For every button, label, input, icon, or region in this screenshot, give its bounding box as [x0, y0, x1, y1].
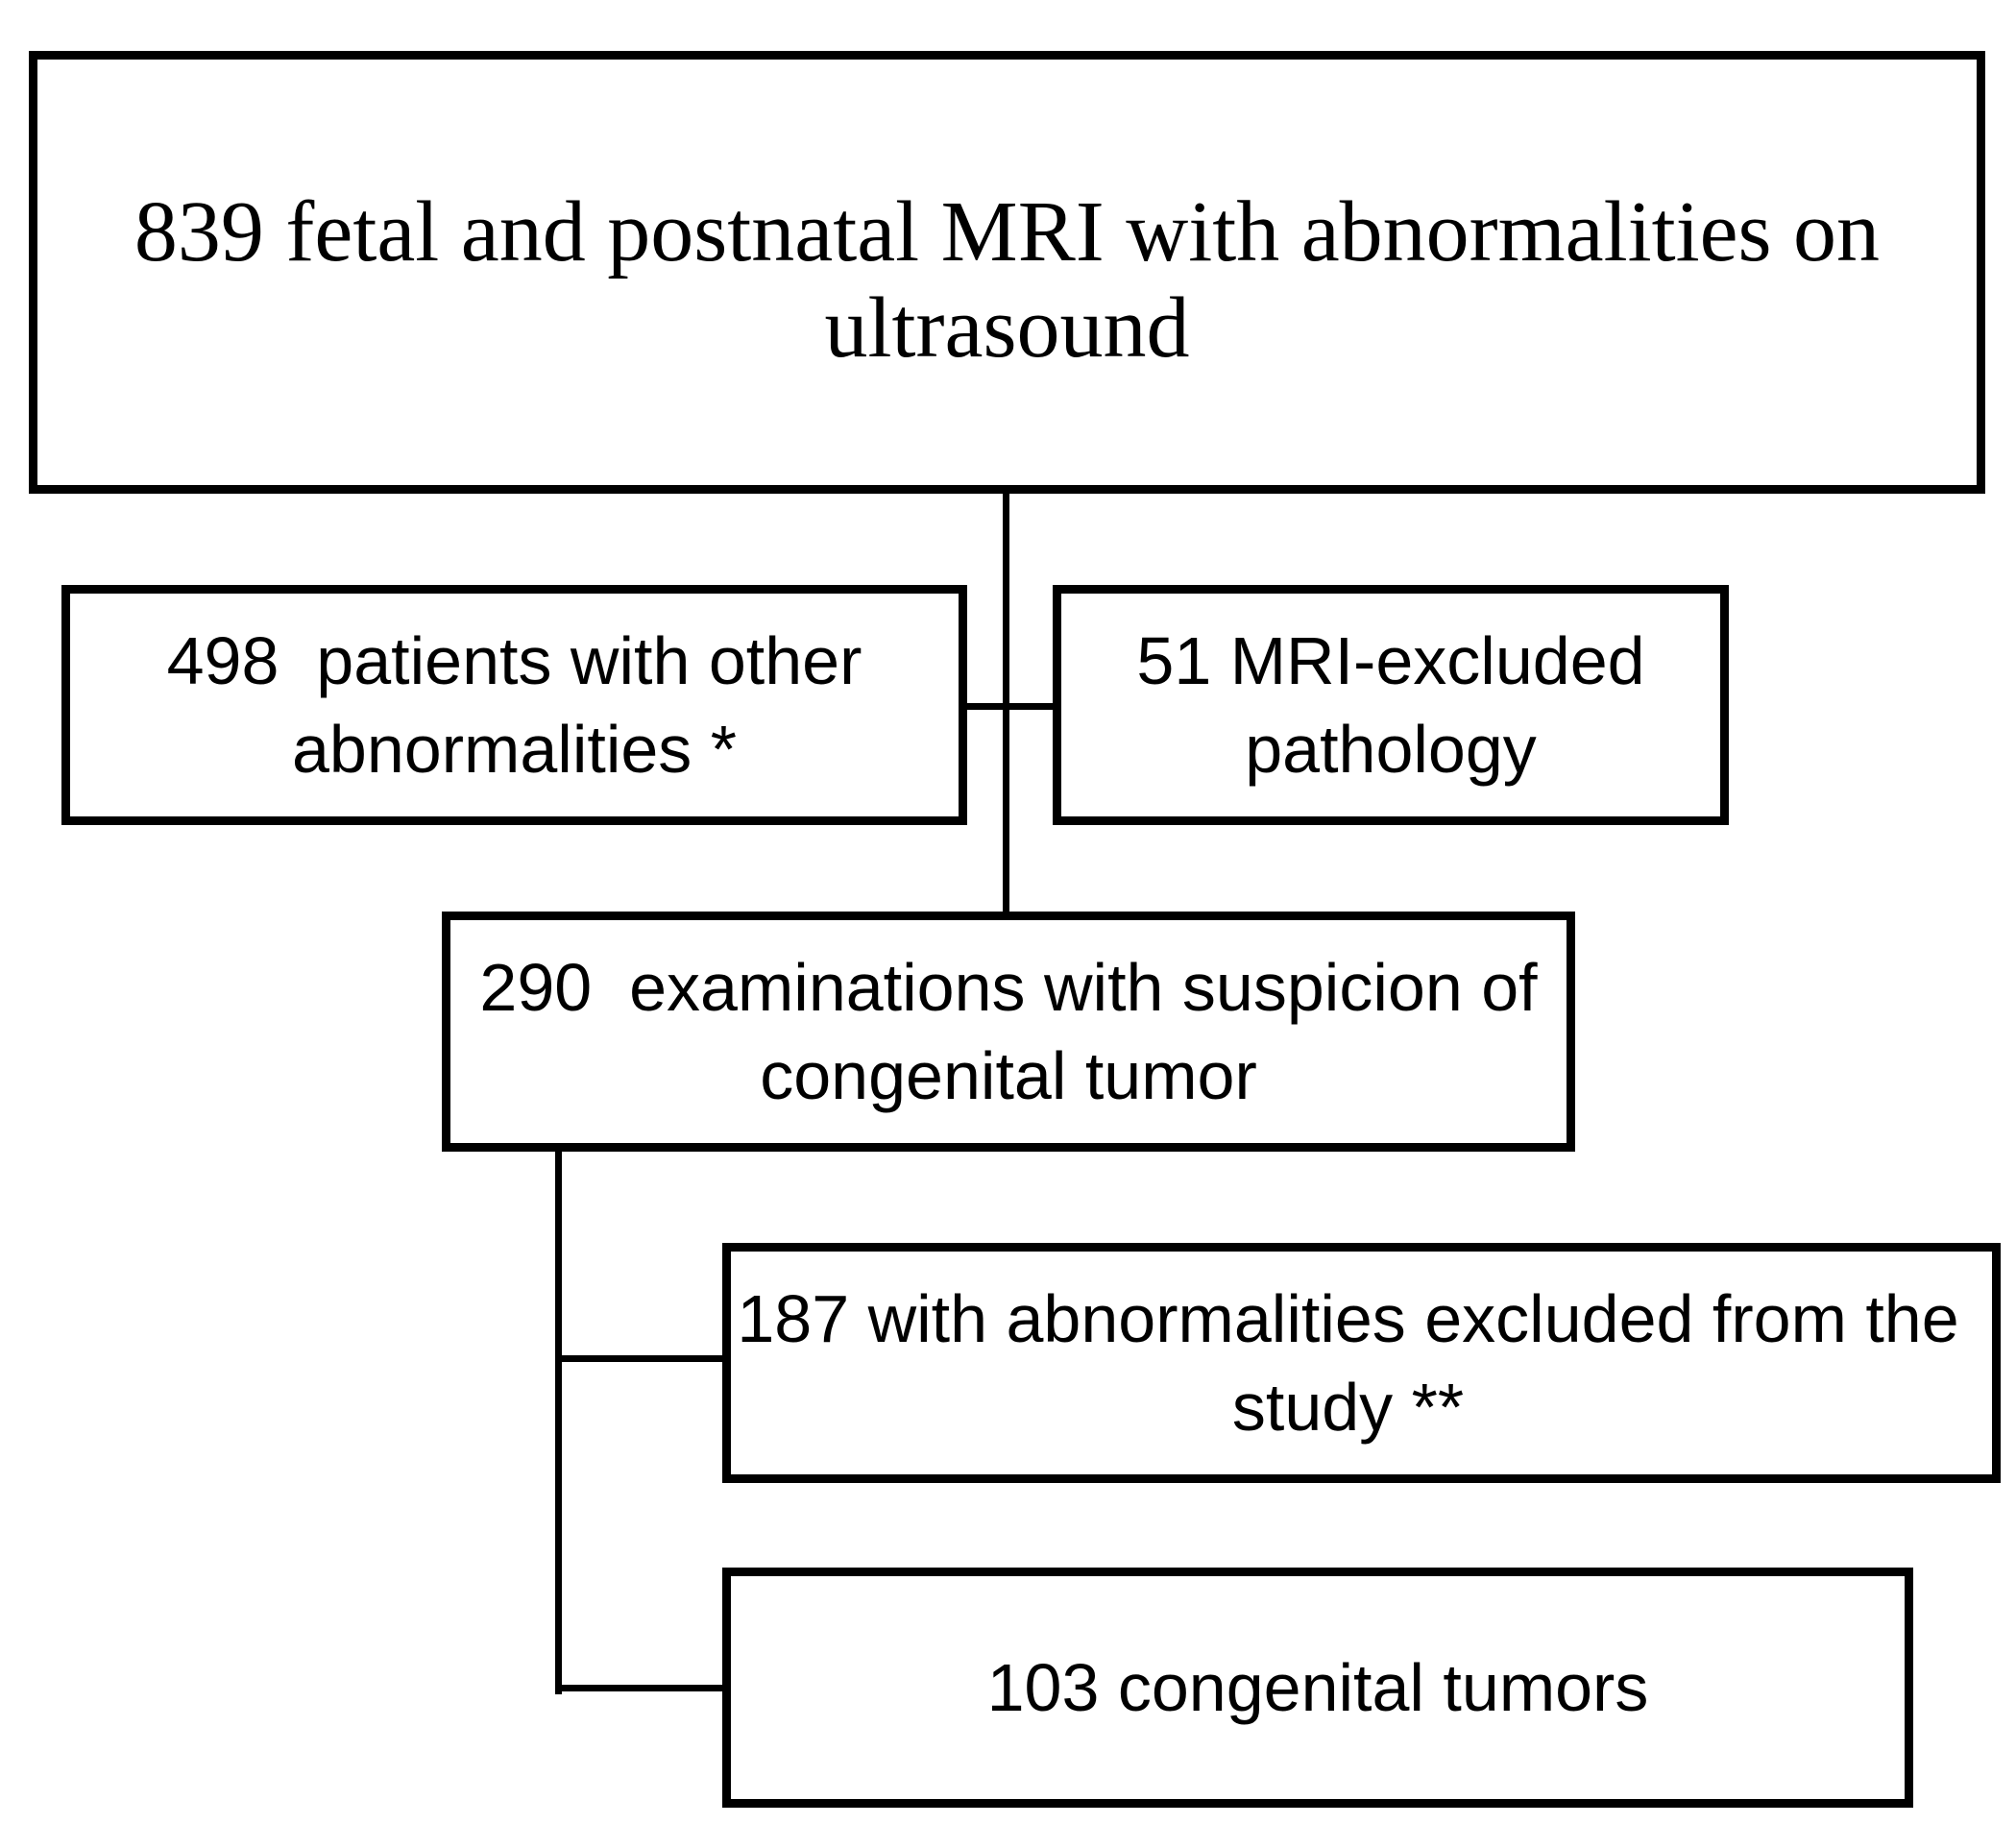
suspicion-label: 290 examinations with suspicion of conge…: [479, 950, 1557, 1113]
connector-excluded-branch: [555, 1355, 722, 1362]
mri-excluded-box: 51 MRI-excluded pathology: [1053, 585, 1729, 825]
congenital-tumors-label: 103 congenital tumors: [986, 1650, 1649, 1725]
connector-side-branch: [967, 703, 1053, 710]
connector-tumors-branch: [555, 1685, 722, 1691]
other-abnormalities-label: 498 patients with other abnormalities *: [166, 623, 881, 787]
suspicion-box: 290 examinations with suspicion of conge…: [442, 912, 1575, 1152]
other-abnormalities-box: 498 patients with other abnormalities *: [61, 585, 967, 825]
excluded-from-study-label: 187 with abnormalities excluded from the…: [737, 1281, 1959, 1445]
total-mri-label: 839 fetal and postnatal MRI with abnorma…: [134, 184, 1881, 376]
excluded-from-study-box: 187 with abnormalities excluded from the…: [722, 1243, 2001, 1483]
mri-excluded-label: 51 MRI-excluded pathology: [1136, 623, 1645, 787]
total-mri-box: 839 fetal and postnatal MRI with abnorma…: [29, 51, 1985, 494]
connector-lower-trunk: [555, 1152, 562, 1694]
congenital-tumors-box: 103 congenital tumors: [722, 1568, 1913, 1808]
